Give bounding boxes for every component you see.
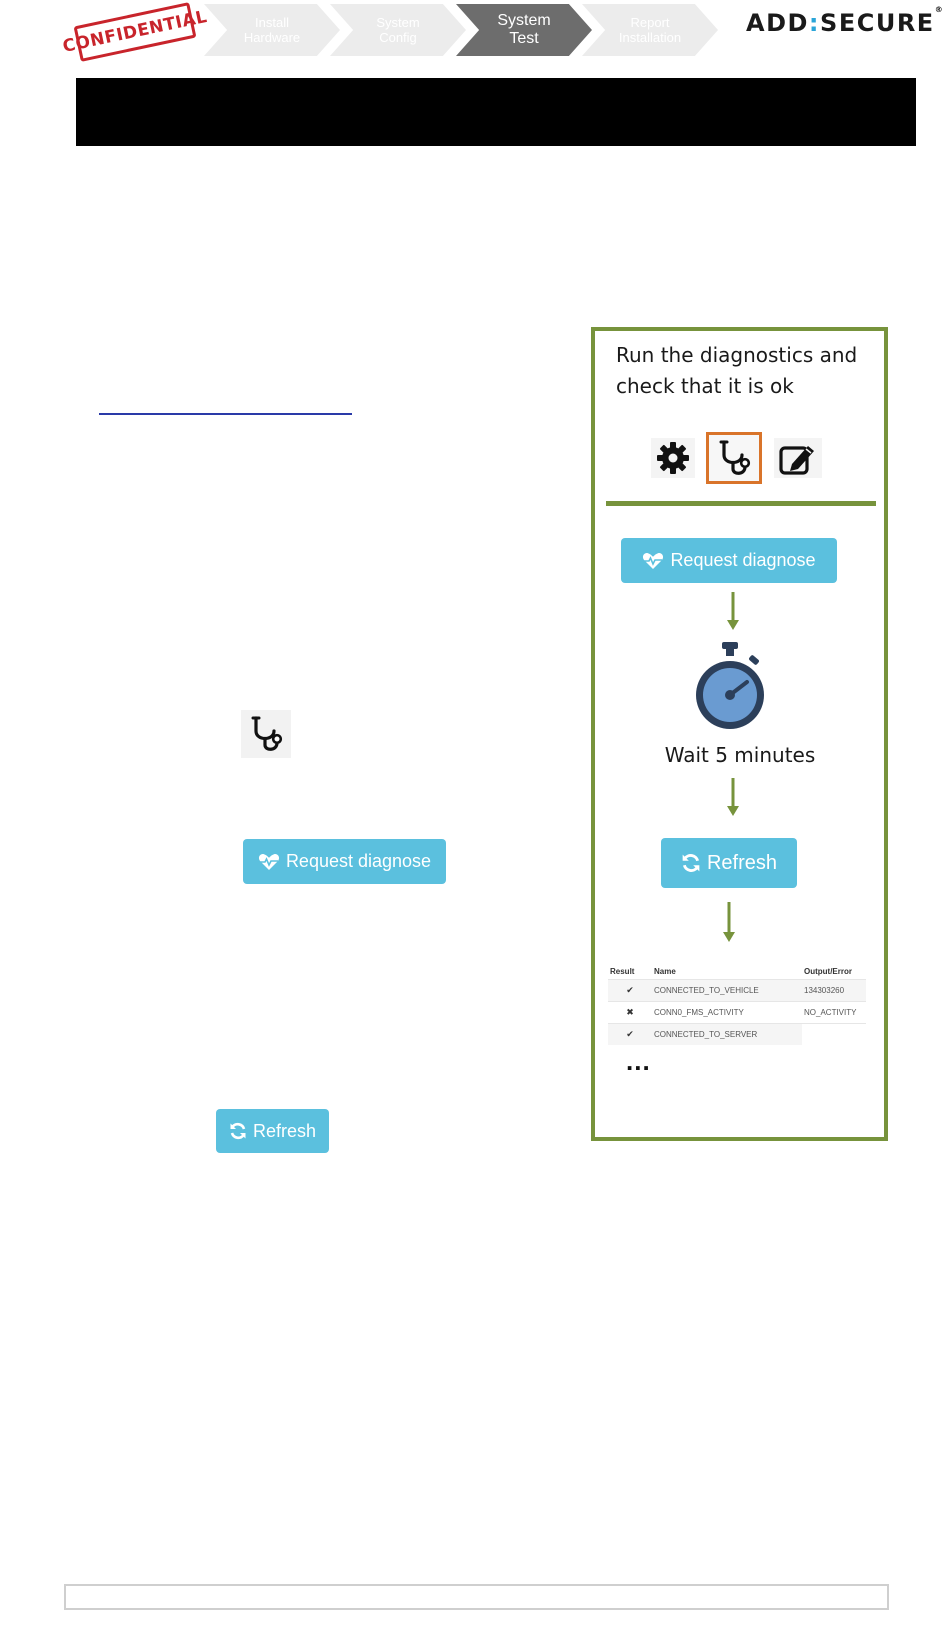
stopwatch-icon xyxy=(696,642,764,729)
tool-icons xyxy=(651,432,831,484)
result-cell: ✖ xyxy=(608,1001,652,1024)
confidential-stamp: CONFIDENTIAL xyxy=(61,2,209,62)
step-install-hardware: Install Hardware xyxy=(204,4,340,56)
step-report-installation: Report Installation xyxy=(582,4,718,56)
brand-separator: : xyxy=(808,9,821,37)
request-diagnose-label: Request diagnose xyxy=(285,851,432,871)
step-label: Install Hardware xyxy=(243,15,301,45)
step-system-config: System Config xyxy=(330,4,466,56)
step-label: System Test xyxy=(497,12,551,47)
panel-instruction: Run the diagnostics and check that it is… xyxy=(616,343,858,398)
name-cell: CONN0_FMS_ACTIVITY xyxy=(652,1001,802,1024)
flow-arrow xyxy=(727,592,739,630)
refresh-button[interactable]: Refresh xyxy=(216,1109,329,1153)
heartbeat-icon xyxy=(643,552,664,569)
panel-request-diagnose-label: Request diagnose xyxy=(670,550,816,570)
refresh-icon xyxy=(230,1122,246,1140)
stethoscope-icon[interactable] xyxy=(706,432,762,484)
panel-request-diagnose-button[interactable]: Request diagnose xyxy=(621,538,837,583)
output-cell: NO_ACTIVITY xyxy=(802,1001,866,1024)
refresh-icon xyxy=(682,854,700,872)
table-row: ✔ CONNECTED_TO_SERVER xyxy=(608,1023,866,1045)
flow-arrow xyxy=(727,778,739,816)
more-indicator: ... xyxy=(626,1046,651,1076)
diagnostics-panel xyxy=(591,327,888,1141)
column-header: Output/Error xyxy=(804,966,852,976)
step-label: System Config xyxy=(376,15,420,45)
title-banner xyxy=(76,78,916,146)
stethoscope-icon xyxy=(241,710,291,758)
hyperlink-underline[interactable] xyxy=(99,413,352,415)
panel-refresh-label: Refresh xyxy=(706,851,778,874)
column-header: Result xyxy=(610,966,635,976)
table-header-row: Result Name Output/Error xyxy=(608,963,866,980)
step-label: Report Installation xyxy=(618,15,682,45)
stamp-text: CONFIDENTIAL xyxy=(61,6,209,58)
request-diagnose-button[interactable]: Request diagnose xyxy=(243,839,446,884)
panel-refresh-button[interactable]: Refresh xyxy=(661,838,797,888)
output-cell xyxy=(802,1023,866,1045)
panel-divider xyxy=(606,501,876,506)
result-cell: ✔ xyxy=(608,1023,652,1045)
diagnostics-table: Result Name Output/Error ✔ CONNECTED_TO_… xyxy=(608,963,866,1045)
output-cell: 134303260 xyxy=(802,979,866,1002)
step-system-test: System Test xyxy=(456,4,592,56)
name-cell: CONNECTED_TO_SERVER xyxy=(652,1023,802,1045)
process-steps: Install Hardware System Config System Te… xyxy=(204,4,724,56)
heartbeat-icon xyxy=(258,853,279,870)
column-header: Name xyxy=(654,966,676,976)
brand-logo: ADD:SECURE® xyxy=(746,5,943,39)
gear-icon[interactable] xyxy=(651,438,695,478)
edit-icon[interactable] xyxy=(774,438,822,478)
table-row: ✔ CONNECTED_TO_VEHICLE 134303260 xyxy=(608,979,866,1002)
wait-text: Wait 5 minutes xyxy=(664,743,816,767)
name-cell: CONNECTED_TO_VEHICLE xyxy=(652,979,802,1002)
brand-right: SECURE xyxy=(820,9,935,37)
footer-box xyxy=(64,1584,889,1610)
result-cell: ✔ xyxy=(608,979,652,1002)
brand-left: ADD xyxy=(746,9,809,37)
table-row: ✖ CONN0_FMS_ACTIVITY NO_ACTIVITY xyxy=(608,1001,866,1024)
flow-arrow xyxy=(723,902,735,942)
refresh-label: Refresh xyxy=(252,1120,317,1141)
brand-mark: ® xyxy=(934,5,945,14)
